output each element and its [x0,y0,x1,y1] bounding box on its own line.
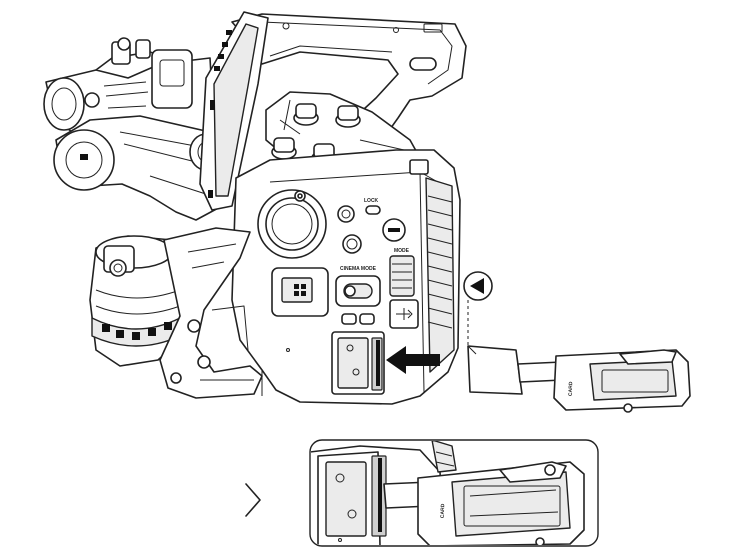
play-left-icon [463,271,493,301]
sd-card [467,345,523,395]
monitor-panel [199,11,269,211]
mode-label: MODE [394,248,410,254]
lower-frame [159,227,263,399]
card-reader-label: CARD [568,381,575,396]
chevron-right-icon [245,483,261,517]
camera-body: LOCK CINEMA MODE MODE [231,149,461,405]
lock-label: LOCK [364,198,379,204]
cinema-mode-label: CINEMA MODE [340,266,377,272]
insert-arrow-icon [386,346,440,374]
card-reader-assembly: CARD [463,271,691,413]
gimbal-camera-illustration: LOCK CINEMA MODE MODE [43,11,467,405]
inset-card-reader-label: CARD [440,503,447,518]
gimbal-arm [43,37,239,221]
usb-icon [396,308,413,320]
detail-inset: CARD [309,439,599,547]
